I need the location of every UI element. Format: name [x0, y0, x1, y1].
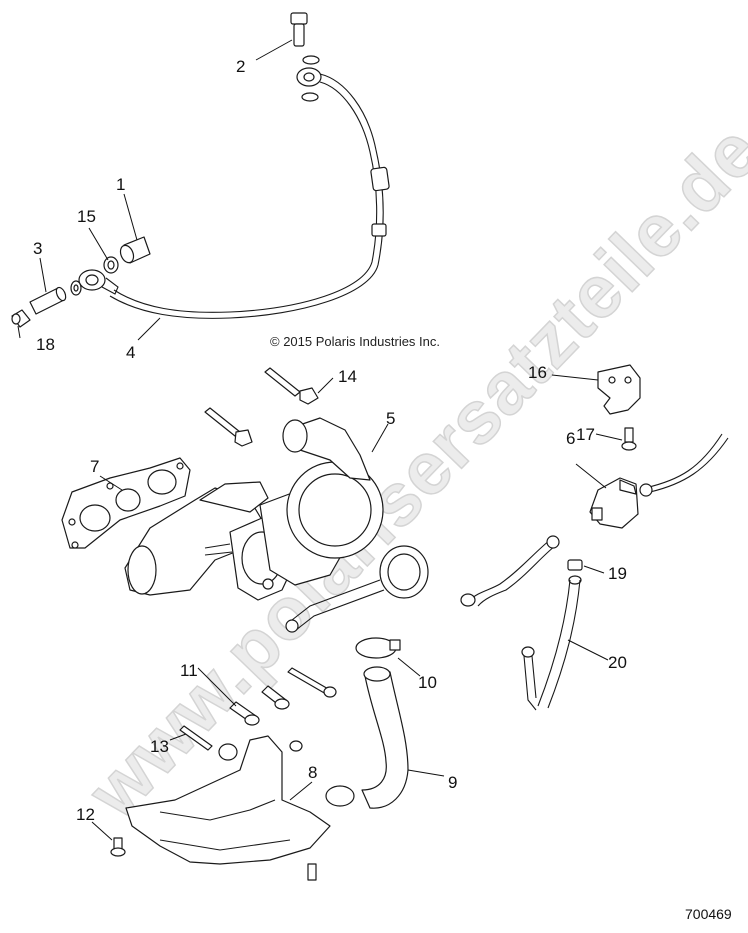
diagram-id: 700469	[685, 906, 732, 922]
callout-18: 18	[36, 335, 55, 354]
hose-clamp-lower	[325, 785, 355, 807]
callout-2: 2	[236, 57, 246, 76]
part-11-bolts	[229, 667, 337, 726]
part-10-clamp	[355, 637, 401, 659]
part-16-bracket	[597, 364, 641, 415]
callout-10: 10	[418, 673, 437, 692]
callout-5: 5	[386, 409, 396, 428]
callout-3: 3	[33, 239, 43, 258]
callout-19: 19	[608, 564, 627, 583]
part-9-intake-hose	[361, 666, 409, 809]
part-7-exhaust-gasket	[61, 457, 191, 549]
callout-13: 13	[150, 737, 169, 756]
callout-14: 14	[338, 367, 357, 386]
part-12-screw	[110, 837, 126, 857]
part-8-heat-shield	[125, 735, 331, 881]
part-18-nut	[11, 309, 31, 328]
callout-16: 16	[528, 363, 547, 382]
callout-8: 8	[308, 763, 318, 782]
callout-6: 6	[566, 429, 576, 448]
part-3-fitting	[29, 280, 82, 315]
part-15-washer	[103, 256, 119, 274]
part-5-turbocharger	[124, 417, 429, 633]
callout-15: 15	[77, 207, 96, 226]
part-13-stud	[179, 725, 238, 761]
part-14-studs	[204, 367, 319, 447]
part-19-cap	[567, 559, 583, 585]
part-20-hose	[460, 535, 581, 711]
callout-20: 20	[608, 653, 627, 672]
leader-lines	[17, 39, 623, 841]
part-17-screw	[621, 427, 637, 451]
part-4-oil-line	[78, 67, 390, 319]
callout-9: 9	[448, 773, 458, 792]
callout-7: 7	[90, 457, 100, 476]
part-1-sleeve	[119, 236, 151, 264]
callout-11: 11	[180, 661, 198, 680]
callout-17: 17	[576, 425, 595, 444]
copyright-notice: © 2015 Polaris Industries Inc.	[270, 334, 440, 349]
callout-1: 1	[116, 175, 126, 194]
callout-4: 4	[126, 343, 136, 362]
callout-12: 12	[76, 805, 95, 824]
part-6-solenoid	[589, 433, 729, 529]
part-2-banjo-bolt	[290, 12, 320, 102]
